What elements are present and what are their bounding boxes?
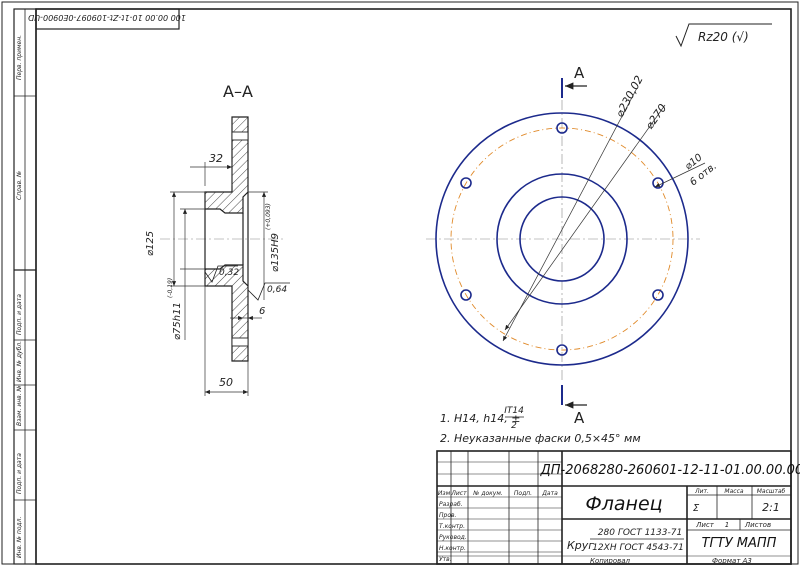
dim-6: 6 [259,306,265,317]
inner-frame [35,8,792,565]
left-strip: Перв. примен. Справ. № Подп. и дата Инв.… [13,8,37,565]
col-data: Дата [541,490,558,497]
front-view: A A ⌀230,02 ⌀270 ⌀10 6 отв. [426,64,719,427]
cut-mark-bottom: A [574,409,585,427]
role-4: Н.контр. [439,545,466,552]
role-1: Пров. [439,512,457,519]
role-2: Т.контр. [439,523,465,530]
copied-label: Копировал [590,557,631,565]
section-view: A–A 32 ⌀125 ⌀75h11 (-0,19) ⌀135H9 [145,82,290,396]
strip-label-3: Инв. № дубл. [16,341,23,382]
col-doc: № докум. [472,490,503,497]
note-2: 2. Неуказанные фаски 0,5×45° мм [440,432,641,445]
org-name: ТГТУ МАПП [702,536,777,551]
roughness-symbol: Rz20 (√) [675,23,772,48]
role-5: Утв. [439,556,452,563]
dim-230: ⌀230,02 [613,73,646,119]
dim-125: ⌀125 [145,231,156,256]
strip-label-2: Подп. и дата [16,294,23,335]
cut-mark-top: A [574,64,585,82]
mass-label: Масса [724,488,743,495]
dim-32: 32 [209,152,223,165]
note-1-num: IT14 [504,406,524,416]
dim-75h11-tol: (-0,19) [167,278,174,298]
designation: ДП-2068280-260601-12-11-01.00.00.001 [540,463,800,478]
material-top: 280 ГОСТ 1133-71 [598,528,682,538]
sheets-label: Листов [744,521,771,529]
strip-label-0: Перв. примен. [16,35,23,80]
col-list: Лист [450,490,467,497]
rough-032: 0,32 [219,268,239,278]
col-podp: Подп. [514,490,532,497]
scale-value: 2:1 [762,501,780,514]
sheet-label: Лист [695,521,715,529]
section-label: A–A [223,82,253,101]
col-izm: Изм [438,490,451,497]
role-3: Руковод. [439,534,467,541]
strip-label-4: Взам. инв. № [16,385,23,426]
roughness-text: Rz20 (√) [698,30,749,44]
strip-label-1: Справ. № [16,171,23,200]
strip-label-5: Подп. и дата [16,453,23,494]
sheet-value: 1 [725,521,729,529]
dim-135h9: ⌀135H9 [270,233,281,272]
scale-label: Масштаб [757,488,786,495]
rough-064: 0,64 [267,285,287,295]
material-bottom: 12ХН ГОСТ 4543-71 [592,543,684,553]
top-stamp-text: 100 00.00 10-1t-Zt-109097-0E0900-UD [28,13,186,22]
format-label: Формат А3 [712,557,752,565]
dim-75h11: ⌀75h11 [172,302,183,340]
role-0: Разраб. [439,501,463,508]
note-1-den: 2 [511,421,517,431]
part-name: Фланец [585,493,662,515]
note-1: 1. H14, h14, ± [440,412,520,425]
dim-135h9-tol: (+0,093) [265,203,272,230]
technical-notes: 1. H14, h14, ± IT14 2 2. Неуказанные фас… [440,406,641,445]
material-prefix: Круг [567,539,594,552]
title-block: ДП-2068280-260601-12-11-01.00.00.001 Фла… [436,450,800,565]
lit-value: Σ [693,503,700,514]
strip-label-6: Инв. № подл. [16,517,23,558]
dim-50: 50 [219,376,233,389]
dim-270: ⌀270 [643,102,669,132]
lit-label: Лит. [694,488,709,495]
